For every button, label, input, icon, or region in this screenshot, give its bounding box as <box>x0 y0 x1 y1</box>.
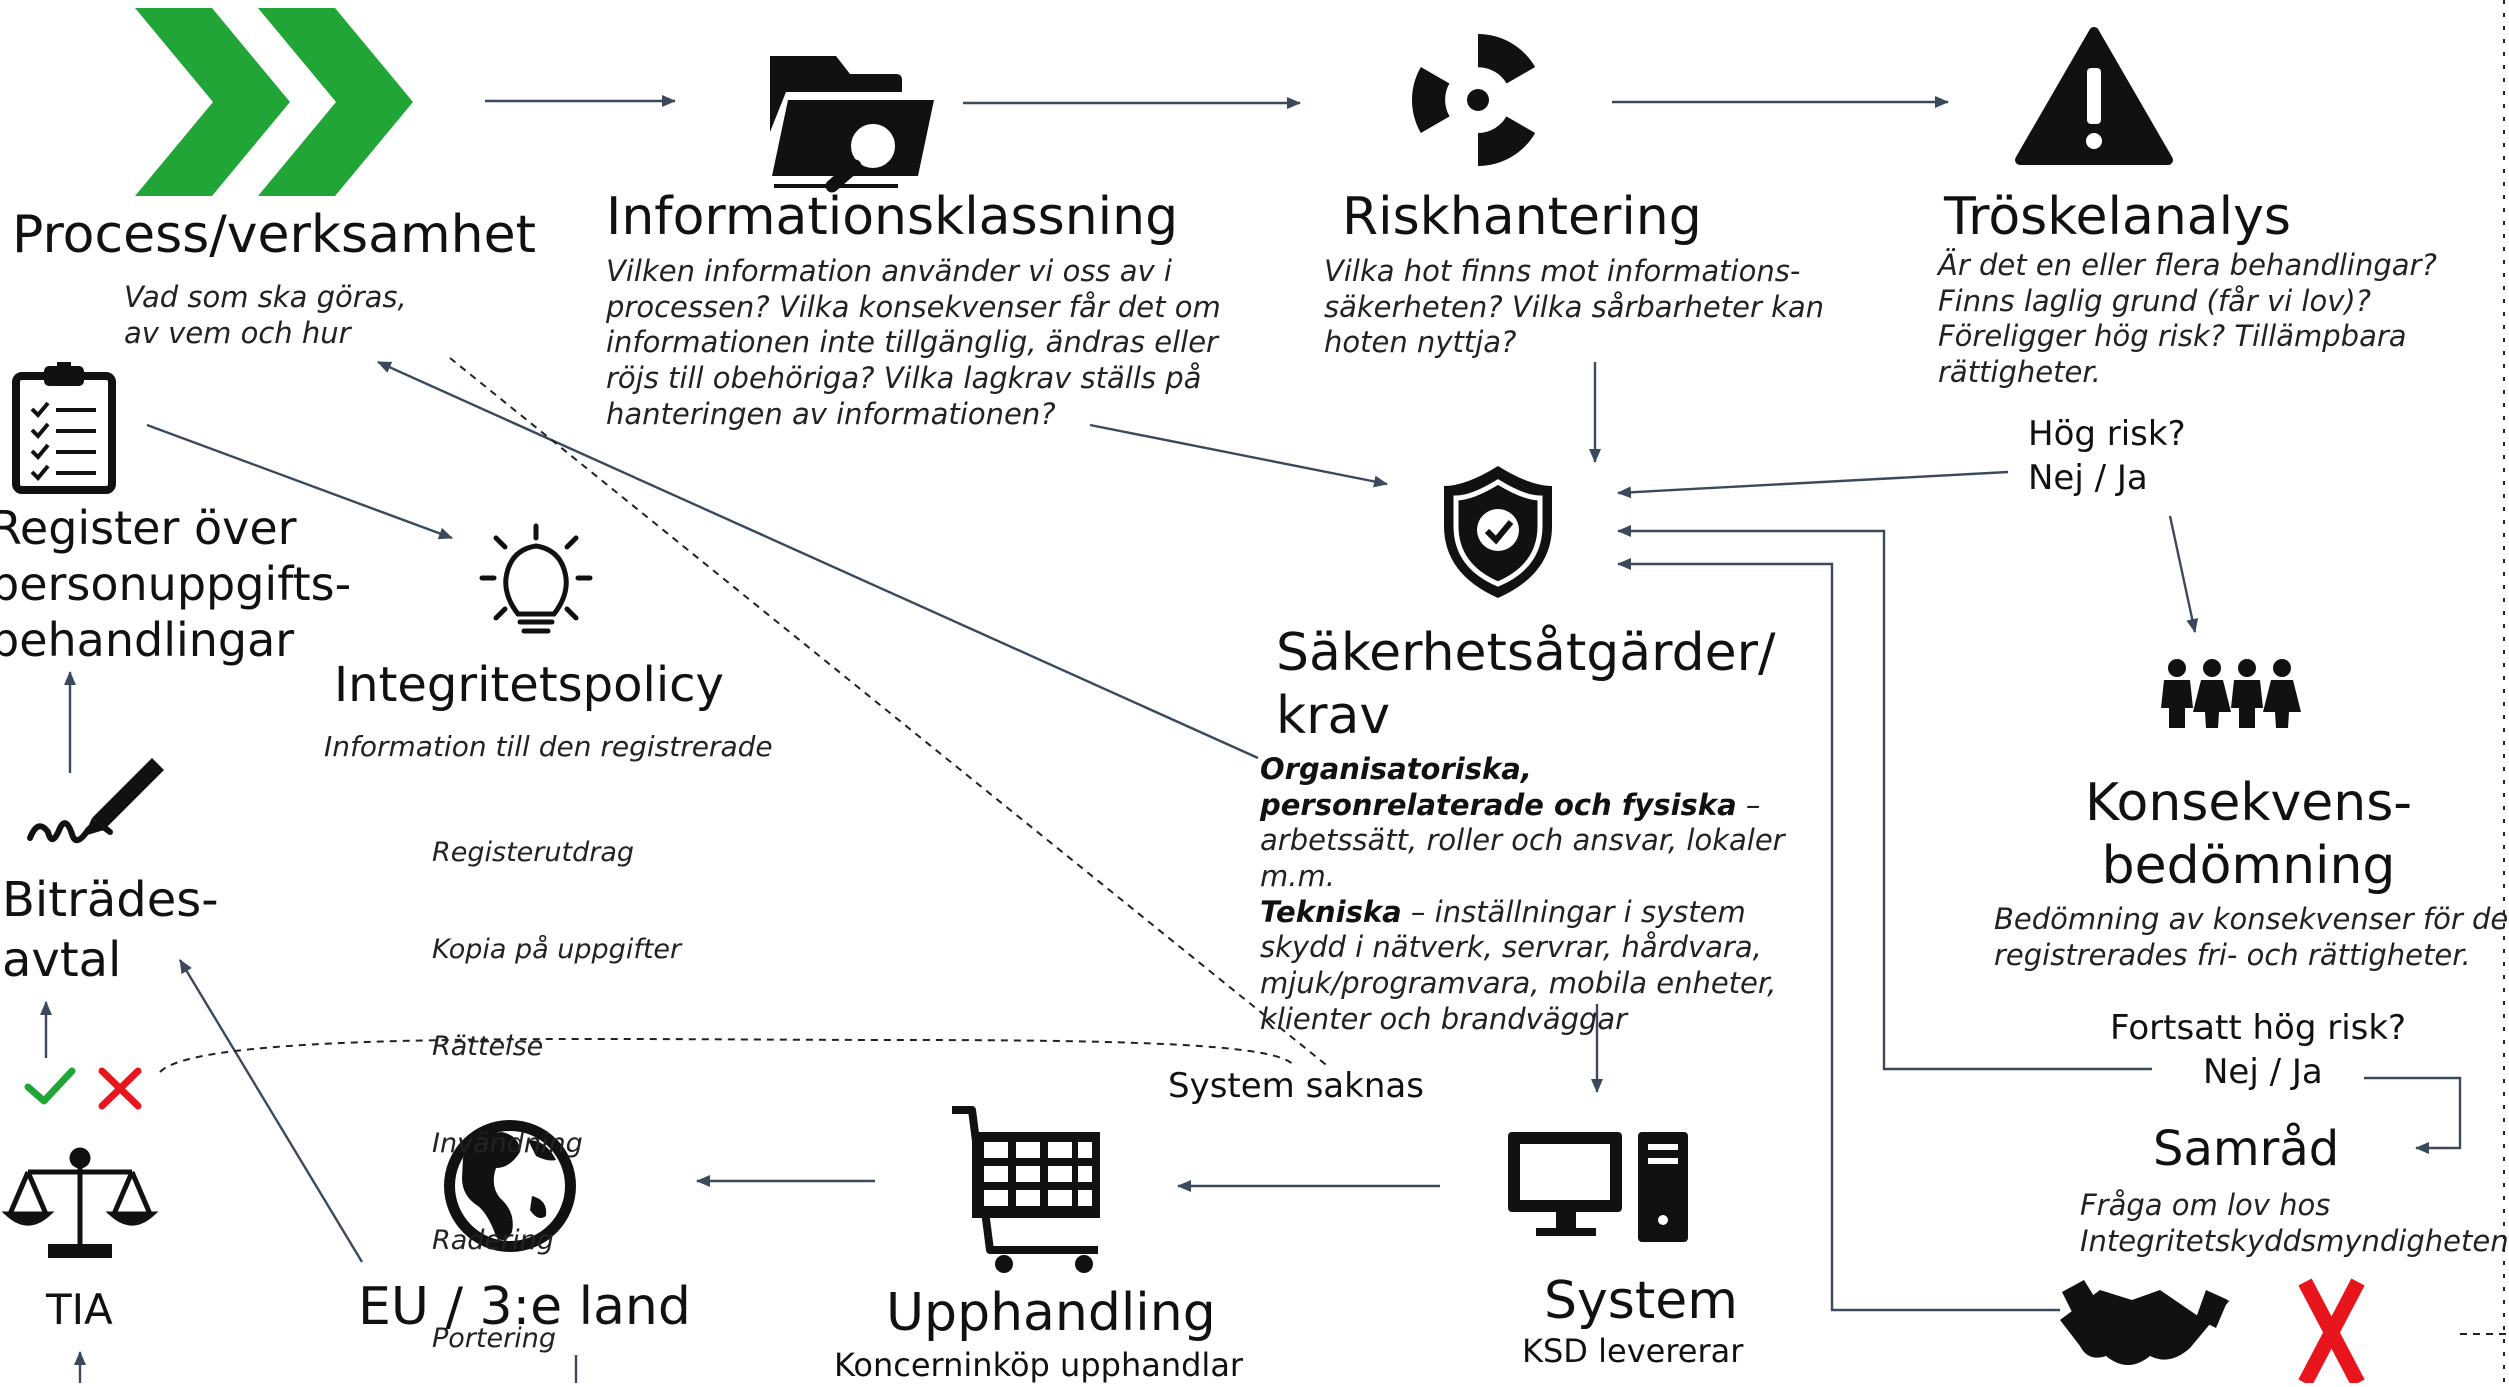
arrow-handshake-to-security <box>1617 558 2060 1312</box>
arrow-highrisk-to-security <box>1617 470 2009 499</box>
clipboard-checklist-icon <box>12 362 116 494</box>
high-risk-question: Hög risk? <box>2028 414 2186 454</box>
tia-title: TIA <box>46 1285 113 1334</box>
info-title: Informationsklassning <box>606 187 1179 247</box>
shopping-cart-icon <box>952 1106 1100 1273</box>
handshake-icon <box>2060 1280 2230 1365</box>
system-title: System <box>1544 1271 1738 1331</box>
system-description: KSD levererar <box>1522 1332 1744 1370</box>
consultation-title: Samråd <box>2153 1121 2340 1177</box>
policy-right-item: Radering <box>432 1225 554 1257</box>
dpa-title: Biträdes- avtal <box>2 872 219 988</box>
policy-title: Integritetspolicy <box>334 657 724 713</box>
lightbulb-icon <box>479 523 593 634</box>
connectors <box>40 95 2462 1383</box>
threshold-description: Är det en eller flera behandlingar? Finn… <box>1938 248 2437 389</box>
arrow-eu-to-dpa <box>178 959 364 1263</box>
arrow-continued-yes-to-consultation <box>2364 1076 2462 1154</box>
folder-search-icon <box>770 56 934 193</box>
security-tech-heading: Tekniska <box>1260 894 1402 929</box>
consultation-description: Fråga om lov hos Integritetskyddsmyndigh… <box>2080 1188 2509 1258</box>
system-missing-label: System saknas <box>1164 1066 1428 1108</box>
computer-icon <box>1508 1132 1688 1242</box>
people-group-icon <box>2161 659 2301 728</box>
threshold-title: Tröskelanalys <box>1944 187 2291 247</box>
register-title: Register över personuppgifts- behandling… <box>0 501 352 668</box>
risk-description: Vilka hot finns mot informations- säkerh… <box>1324 254 1825 360</box>
warning-triangle-icon <box>2015 27 2173 165</box>
radiation-icon <box>1412 33 1536 167</box>
info-description: Vilken information använder vi oss av i … <box>606 254 1221 431</box>
shield-check-icon <box>1444 466 1552 598</box>
security-description: Organisatoriska, personrelaterade och fy… <box>1260 752 1820 1037</box>
arrow-continued-no-to-security <box>1617 525 2152 1071</box>
process-description: Vad som ska göras, av vem och hur <box>124 280 407 350</box>
process-title: Process/verksamhet <box>12 205 536 265</box>
arrow-highrisk-to-consequence <box>2168 515 2199 633</box>
dashed-process-to-system-missing <box>449 357 1331 1069</box>
high-risk-options: Nej / Ja <box>2028 458 2148 498</box>
policy-right-item: Kopia på uppgifter <box>432 933 682 965</box>
risk-title: Riskhantering <box>1342 187 1702 247</box>
security-title: Säkerhetsåtgärder/ krav <box>1276 623 1776 747</box>
dashed-connectors <box>159 0 2509 1383</box>
globe-icon <box>444 1120 576 1252</box>
arrow-register-to-policy <box>146 423 453 540</box>
continued-risk-question: Fortsatt hög risk? <box>2110 1008 2407 1048</box>
policy-right-item: Invändning <box>432 1128 583 1160</box>
security-org-text: – arbetssätt, roller och ansvar, lokaler… <box>1260 787 1785 893</box>
arrow-info-to-security <box>1089 423 1388 488</box>
policy-right-item: Rättelse <box>432 1031 544 1063</box>
procurement-description: Koncerninköp upphandlar <box>834 1346 1244 1384</box>
policy-right-item: Registerutdrag <box>432 836 634 868</box>
procurement-title: Upphandling <box>886 1283 1216 1343</box>
red-cross-icon <box>2298 1278 2365 1383</box>
dashed-system-missing-to-decision <box>159 1037 1296 1073</box>
small-red-cross-icon <box>98 1067 142 1110</box>
consequence-description: Bedömning av konsekvenser för de registr… <box>1994 902 2509 972</box>
security-tech-text: – inställningar i system skydd i nätverk… <box>1260 894 1777 1036</box>
security-org-heading: Organisatoriska, personrelaterade och fy… <box>1260 752 1737 822</box>
eu-title: EU / 3:e land <box>358 1277 691 1337</box>
green-chevrons-icon <box>135 8 413 196</box>
arrow-security-to-process <box>377 360 1259 760</box>
signature-pen-icon <box>27 758 164 843</box>
policy-rights-list: Registerutdrag Kopia på uppgifter Rättel… <box>432 772 681 1387</box>
continued-risk-options: Nej / Ja <box>2203 1052 2323 1092</box>
green-check-icon <box>24 1067 76 1105</box>
policy-description: Information till den registrerade <box>324 730 773 763</box>
consequence-title: Konsekvens- bedömning <box>2085 773 2413 897</box>
scales-icon <box>1 1147 159 1258</box>
policy-right-item: Portering <box>432 1322 556 1354</box>
